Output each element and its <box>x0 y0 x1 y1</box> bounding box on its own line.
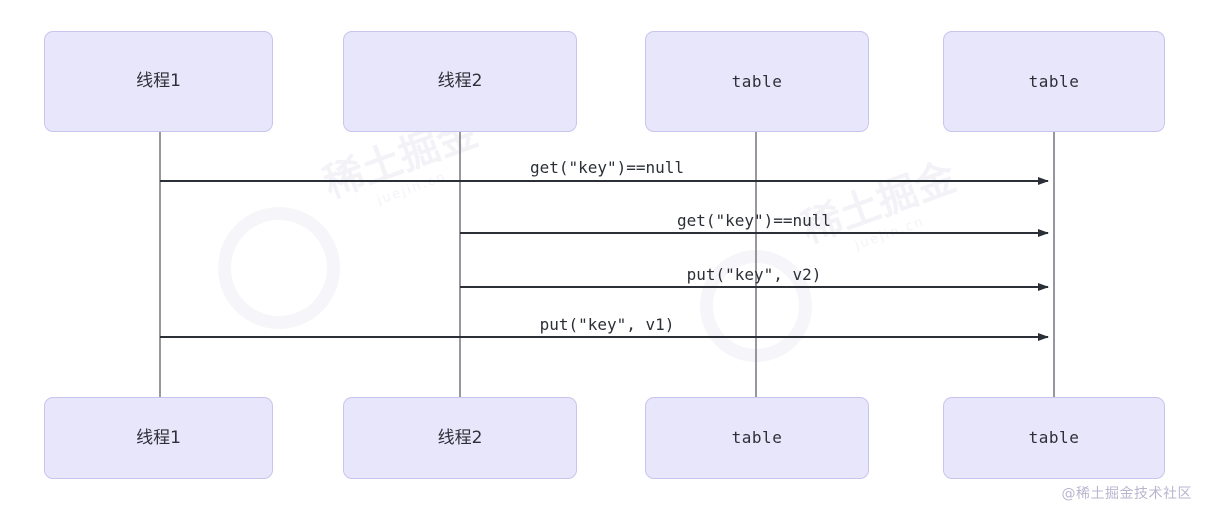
participant-label-top-table-b: table <box>1028 71 1080 91</box>
message-label-3: put("key", v2) <box>686 265 822 284</box>
participant-label-bottom-table-b: table <box>1028 428 1080 447</box>
participant-box-top-thread1[interactable]: 线程1 <box>44 31 273 132</box>
participant-box-bottom-thread1[interactable]: 线程1 <box>44 397 273 479</box>
participant-box-top-thread2[interactable]: 线程2 <box>343 31 577 132</box>
lifeline-group <box>159 132 1055 397</box>
participant-label-top-table-a: table <box>731 71 783 91</box>
participant-label-top-thread1: 线程1 <box>136 71 181 91</box>
participant-label-top-thread2: 线程2 <box>437 71 483 91</box>
message-arrow-group <box>160 177 1049 341</box>
message-label-1: get("key")==null <box>529 158 685 177</box>
participant-box-top-table-b[interactable]: table <box>943 31 1165 132</box>
participant-label-bottom-thread2: 线程2 <box>437 427 483 448</box>
participant-box-top-table-a[interactable]: table <box>645 31 869 132</box>
message-label-2: get("key")==null <box>676 211 832 230</box>
participant-label-bottom-thread1: 线程1 <box>136 427 181 448</box>
participant-label-bottom-table-a: table <box>731 428 783 447</box>
credit-watermark: @稀土掘金技术社区 <box>1061 486 1192 502</box>
participant-box-bottom-thread2[interactable]: 线程2 <box>343 397 577 479</box>
participant-box-bottom-table-a[interactable]: table <box>645 397 869 479</box>
message-label-4: put("key", v1) <box>539 315 675 334</box>
participant-box-bottom-table-b[interactable]: table <box>943 397 1165 479</box>
